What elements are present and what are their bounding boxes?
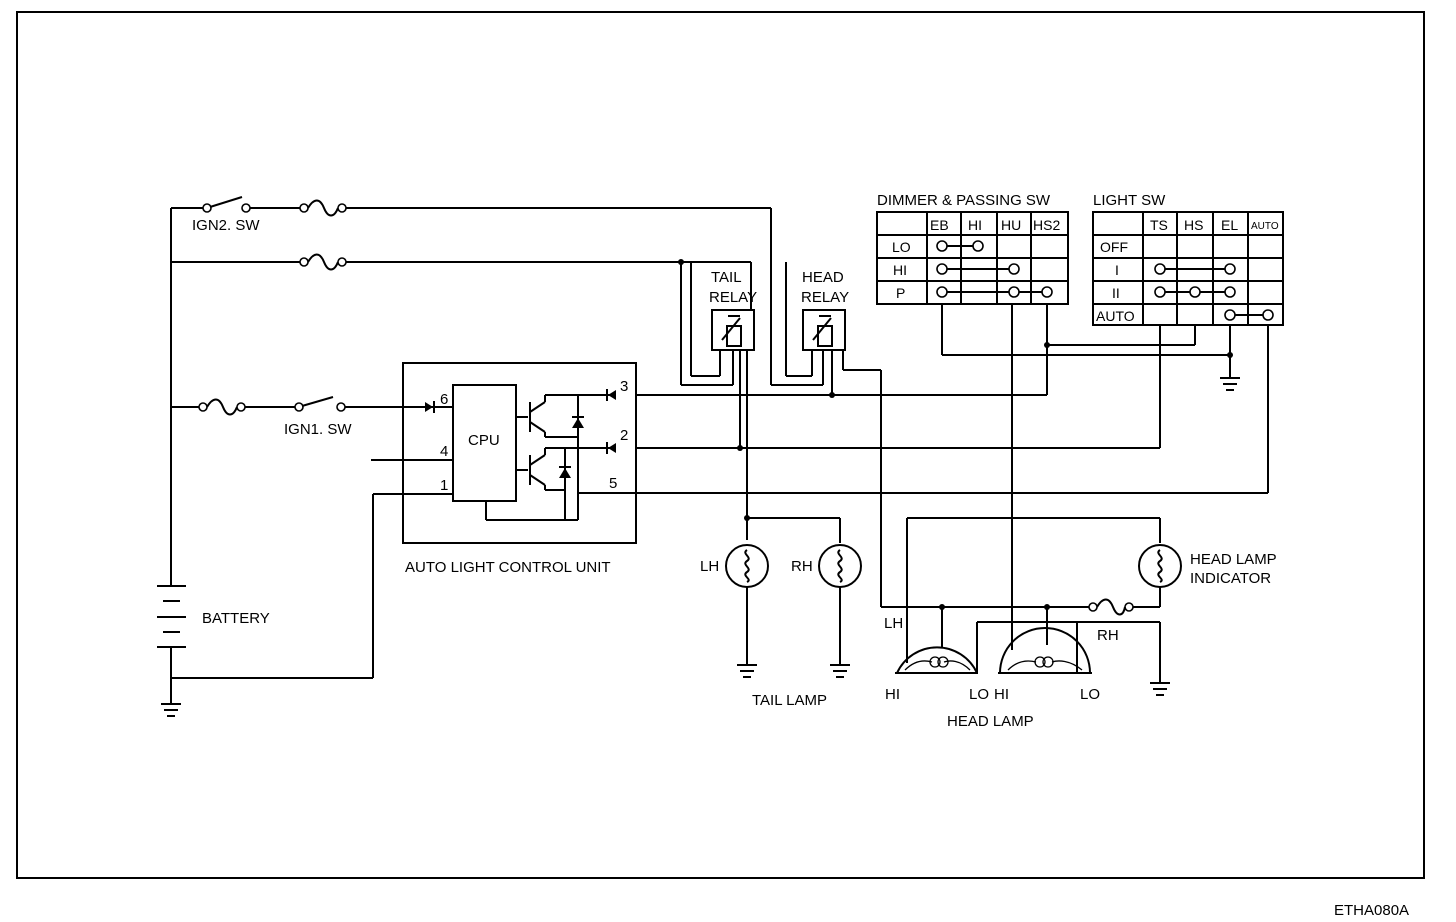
tail-lamp-rh-label: RH bbox=[791, 558, 813, 575]
control-unit-label: AUTO LIGHT CONTROL UNIT bbox=[405, 559, 611, 576]
light-switch-title: LIGHT SW bbox=[1093, 192, 1166, 209]
head-lamp-lh bbox=[896, 646, 978, 674]
light-row-auto: AUTO bbox=[1096, 308, 1135, 324]
head-lamp-hi-1: HI bbox=[885, 686, 900, 703]
pin-2: 2 bbox=[620, 427, 628, 444]
dimmer-col-hi: HI bbox=[968, 217, 982, 233]
dimmer-col-hs2: HS2 bbox=[1033, 217, 1060, 233]
figure-code: ETHA080A bbox=[1334, 902, 1409, 919]
power-supply-wiring bbox=[170, 196, 771, 679]
ign2-switch-label: IGN2. SW bbox=[192, 217, 260, 234]
dimmer-row-lo: LO bbox=[892, 239, 911, 255]
dimmer-col-eb: EB bbox=[930, 217, 949, 233]
tail-lamp-lh-label: LH bbox=[700, 558, 719, 575]
dimmer-col-hu: HU bbox=[1001, 217, 1021, 233]
head-lamp-lh-label: LH bbox=[884, 615, 903, 632]
light-col-ts: TS bbox=[1150, 217, 1168, 233]
auto-light-control-unit bbox=[402, 362, 637, 544]
dimmer-switch-title: DIMMER & PASSING SW bbox=[877, 192, 1051, 209]
battery-symbol bbox=[157, 585, 186, 717]
dimmer-switch-table bbox=[876, 211, 1230, 356]
diagram-frame bbox=[16, 11, 1425, 879]
dimmer-row-hi: HI bbox=[893, 262, 907, 278]
light-row-i: I bbox=[1115, 262, 1119, 278]
indicator-label-2: INDICATOR bbox=[1190, 570, 1271, 587]
light-col-hs: HS bbox=[1184, 217, 1203, 233]
head-lamp-label: HEAD LAMP bbox=[947, 713, 1034, 730]
light-switch-table bbox=[1092, 211, 1284, 391]
ign1-switch-label: IGN1. SW bbox=[284, 421, 352, 438]
light-row-off: OFF bbox=[1100, 239, 1128, 255]
tail-relay-label-1: TAIL bbox=[711, 269, 742, 286]
pin-1: 1 bbox=[440, 477, 448, 494]
pin-6: 6 bbox=[440, 391, 448, 408]
head-lamp-hi-2: HI bbox=[994, 686, 1009, 703]
indicator-label-1: HEAD LAMP bbox=[1190, 551, 1277, 568]
light-col-auto: AUTO bbox=[1251, 221, 1279, 232]
light-col-el: EL bbox=[1221, 217, 1238, 233]
head-lamps bbox=[895, 305, 1182, 696]
cpu-block bbox=[452, 384, 517, 502]
dimmer-row-p: P bbox=[896, 285, 905, 301]
light-row-ii: II bbox=[1112, 285, 1120, 301]
head-lamp-rh bbox=[999, 627, 1091, 674]
head-relay-label-2: RELAY bbox=[801, 289, 849, 306]
tail-relay bbox=[711, 309, 755, 351]
head-relay bbox=[802, 309, 846, 351]
pin-4: 4 bbox=[440, 443, 448, 460]
head-relay-label-1: HEAD bbox=[802, 269, 844, 286]
output-wiring bbox=[636, 208, 1269, 610]
pin-5: 5 bbox=[609, 475, 617, 492]
head-lamp-rh-label: RH bbox=[1097, 627, 1119, 644]
cpu-label: CPU bbox=[468, 432, 500, 449]
tail-lamp-label: TAIL LAMP bbox=[752, 692, 827, 709]
head-lamp-lo-2: LO bbox=[1080, 686, 1100, 703]
pin-3: 3 bbox=[620, 378, 628, 395]
tail-lamps bbox=[725, 515, 862, 678]
tail-relay-label-2: RELAY bbox=[709, 289, 757, 306]
head-lamp-lo-1: LO bbox=[969, 686, 989, 703]
battery-label: BATTERY bbox=[202, 610, 270, 627]
